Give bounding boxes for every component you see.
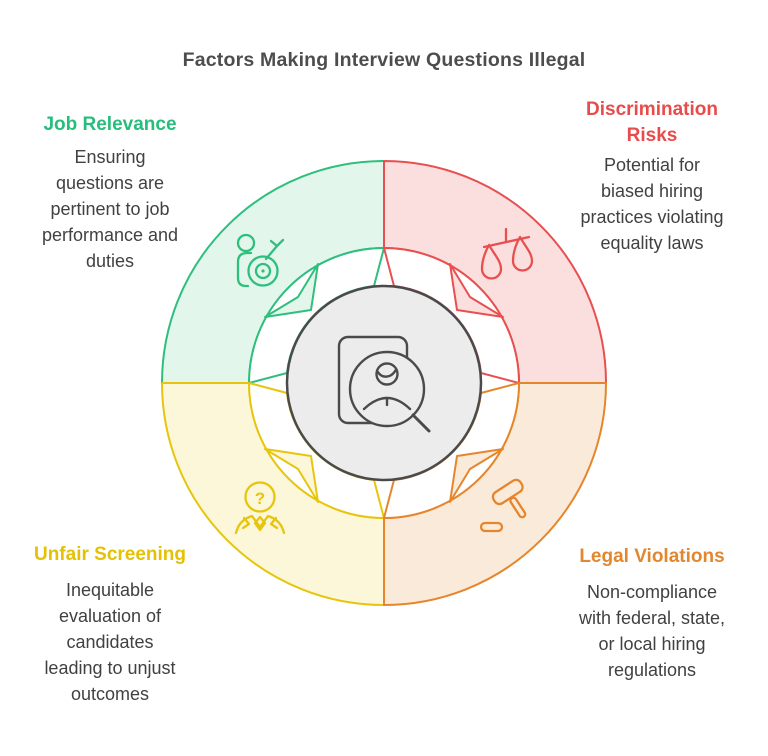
- section-discrimination-risks-text: Discrimination Risks Potential for biase…: [542, 97, 762, 256]
- person-target-icon: [236, 233, 285, 288]
- arrow-chevron-green: [264, 263, 319, 318]
- arrow-chevron-red: [449, 263, 504, 318]
- quadrant-discrimination-risks: [383, 160, 607, 384]
- legal-violations-description: Non-compliance with federal, state, or l…: [578, 582, 726, 680]
- section-job-relevance-text: Job Relevance Ensuring questions are per…: [0, 112, 220, 274]
- quadrant-unfair-screening: ?: [161, 382, 385, 606]
- candidate-review-magnifier-icon: [337, 335, 431, 433]
- unfair-screening-heading: Unfair Screening: [33, 544, 187, 565]
- center-circle: [285, 284, 483, 482]
- legal-violations-heading: Legal Violations: [579, 546, 725, 567]
- question-mark-glyph: ?: [255, 489, 265, 508]
- discrimination-risks-description: Potential for biased hiring practices vi…: [580, 155, 724, 253]
- section-unfair-screening-text: Unfair Screening Inequitable evaluation …: [0, 542, 220, 707]
- arrow-chevron-yellow: [264, 448, 319, 503]
- diagram-title: Factors Making Interview Questions Illeg…: [182, 49, 586, 71]
- section-legal-violations-text: Legal Violations Non-compliance with fed…: [542, 544, 762, 683]
- job-relevance-description: Ensuring questions are pertinent to job …: [41, 147, 179, 271]
- scales-icon: [480, 227, 534, 280]
- gavel-icon: [479, 478, 527, 533]
- arrow-chevron-orange: [449, 448, 504, 503]
- unfair-screening-description: Inequitable evaluation of candidates lea…: [44, 580, 176, 704]
- quadrant-job-relevance: [161, 160, 385, 384]
- job-relevance-heading: Job Relevance: [43, 114, 177, 135]
- person-question-icon: ?: [234, 481, 286, 535]
- discrimination-risks-heading: Discrimination Risks: [586, 99, 718, 146]
